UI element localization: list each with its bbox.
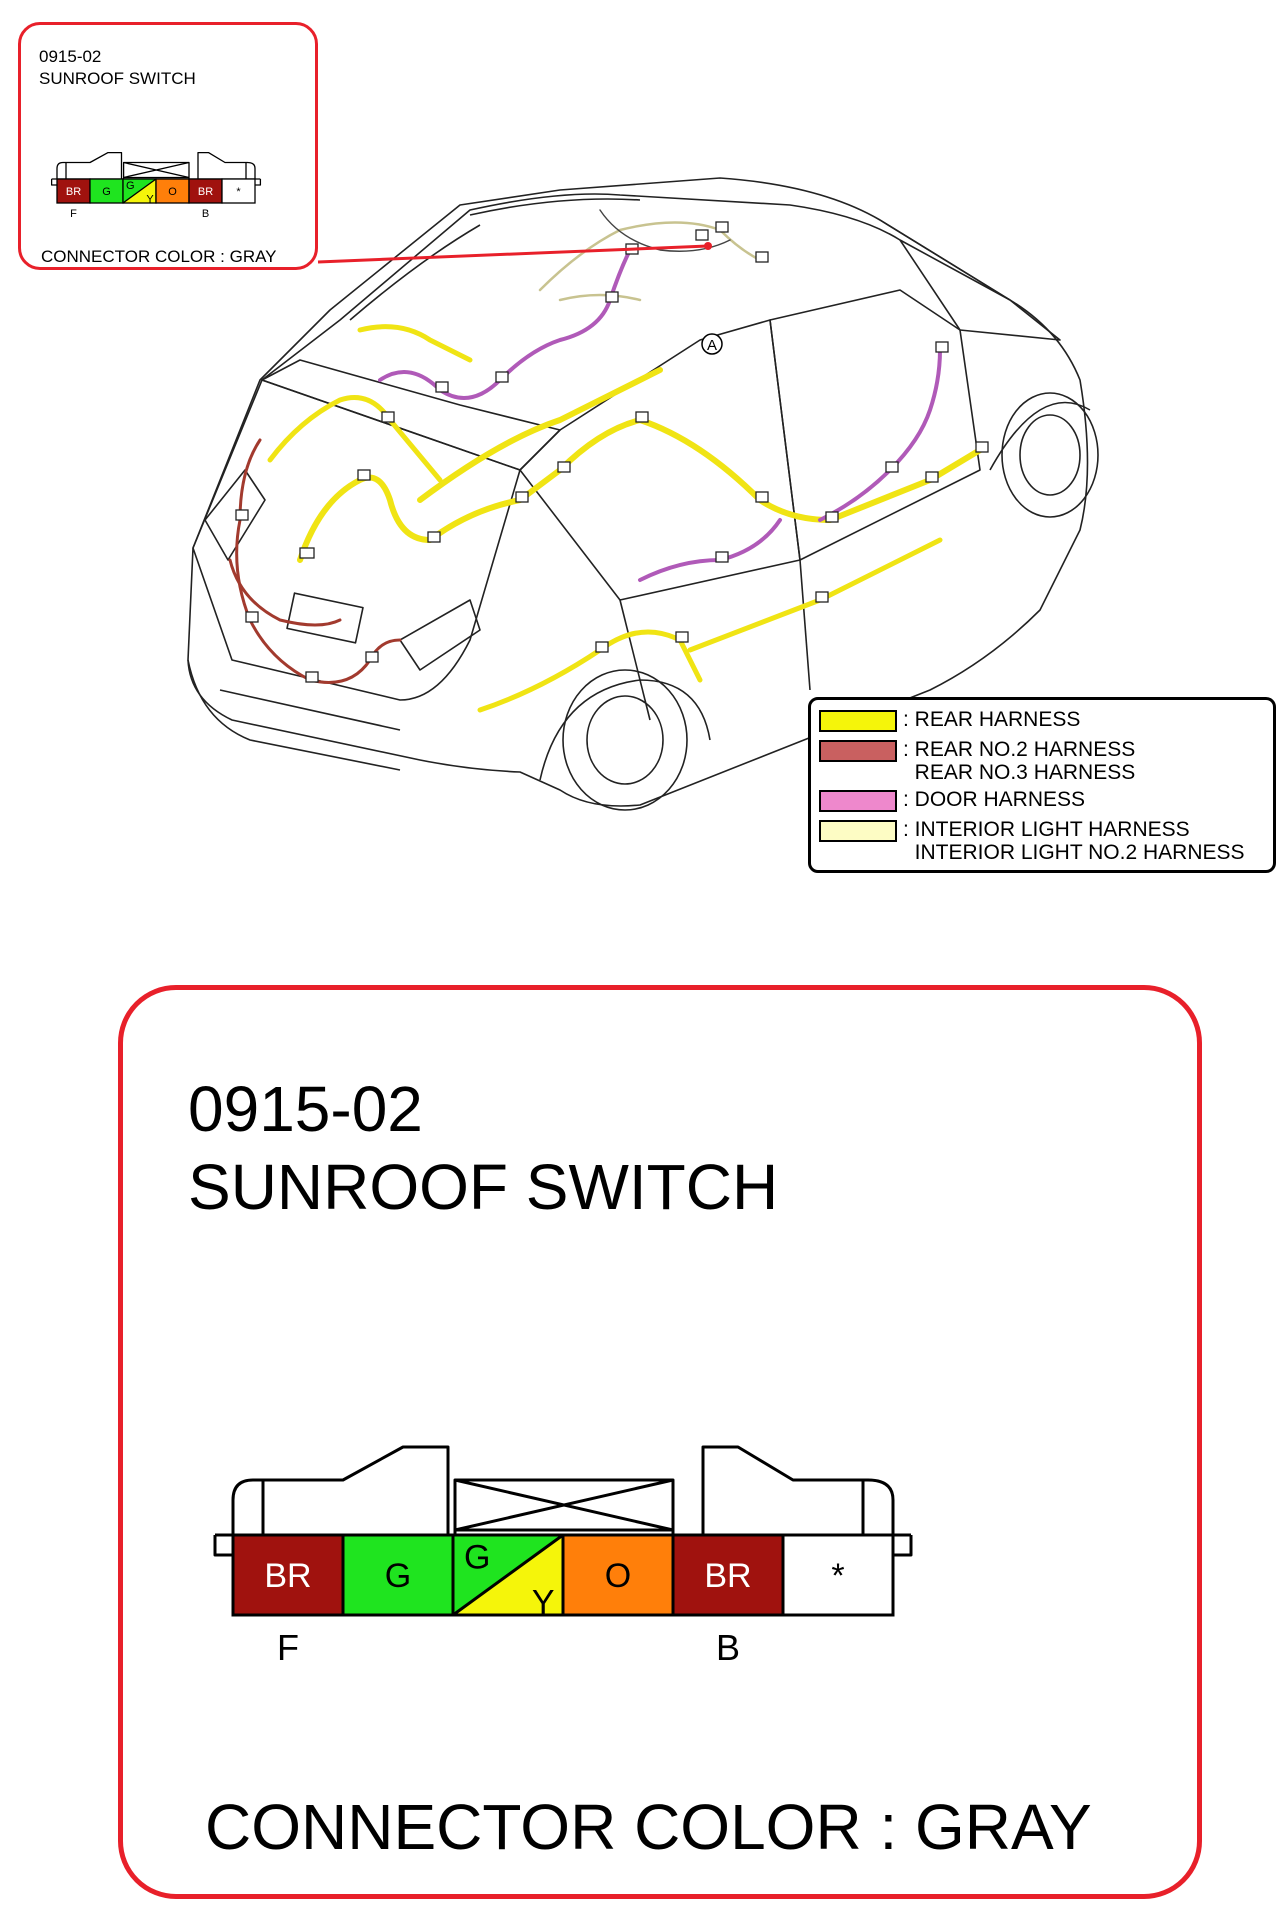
small-connector-color-label: CONNECTOR COLOR : GRAY — [41, 247, 277, 266]
pin-label: O — [168, 186, 177, 198]
rear-harness-route-hatch — [267, 395, 443, 483]
svg-text:A: A — [707, 337, 717, 354]
harness-routes — [228, 209, 983, 713]
harness-legend: : REAR HARNESS : REAR NO.2 HARNESS REAR … — [808, 697, 1276, 873]
pin-label: * — [831, 1557, 844, 1595]
connector-code: 0915-02 — [188, 1073, 423, 1145]
legend-item-interior-light-harness: : INTERIOR LIGHT HARNESS INTERIOR LIGHT … — [819, 818, 1245, 864]
legend-label: : REAR NO.2 HARNESS REAR NO.3 HARNESS — [903, 738, 1136, 784]
connector-pin: GY — [122, 178, 157, 206]
legend-swatch — [819, 710, 897, 732]
pin-marker: F — [277, 1627, 299, 1668]
connector-name: SUNROOF SWITCH — [188, 1151, 779, 1223]
pin-label: G — [464, 1539, 490, 1577]
connector-color-label: CONNECTOR COLOR : GRAY — [205, 1791, 1092, 1863]
connector-pin: GY — [451, 1533, 565, 1621]
door-harness-route-front — [818, 348, 942, 522]
small-connector-code: 0915-02 — [39, 47, 102, 66]
rear-harness-route-roof — [417, 367, 663, 503]
vehicle-body-outline — [187, 177, 1099, 811]
connector-pin: O — [155, 178, 190, 204]
pin-label: G — [126, 180, 135, 192]
small-connector-name: SUNROOF SWITCH — [39, 69, 196, 88]
interior-light-no2-harness-route — [558, 293, 642, 302]
rear-harness-route-pillar — [357, 324, 473, 363]
pin-label: Y — [532, 1583, 555, 1621]
legend-label: : DOOR HARNESS — [903, 788, 1086, 811]
pin-marker: F — [70, 208, 77, 220]
connector-pin: G — [341, 1533, 455, 1617]
connector-pin: BR — [231, 1533, 345, 1617]
interior-light-harness-route — [538, 221, 762, 292]
legend-swatch — [819, 740, 897, 762]
legend-swatch — [819, 820, 897, 842]
pin-label: BR — [198, 186, 213, 198]
pin-label: BR — [704, 1557, 751, 1595]
legend-item-door-harness: : DOOR HARNESS — [819, 788, 1085, 812]
legend-item-rear-no2-harness: : REAR NO.2 HARNESS REAR NO.3 HARNESS — [819, 738, 1135, 784]
connector-pin: O — [561, 1533, 675, 1617]
pin-label: BR — [264, 1557, 311, 1595]
connector-pin: BR — [56, 178, 91, 204]
legend-item-rear-harness: : REAR HARNESS — [819, 708, 1080, 732]
pin-label: G — [385, 1557, 411, 1595]
connector-pin: * — [781, 1533, 895, 1617]
legend-swatch — [819, 790, 897, 812]
pin-label: G — [102, 186, 111, 198]
vehicle-wiring-illustration: A — [187, 177, 1099, 811]
legend-label: : INTERIOR LIGHT HARNESS INTERIOR LIGHT … — [903, 818, 1245, 864]
rear-no3-harness-route — [228, 558, 342, 627]
connector-pin: G — [89, 178, 124, 204]
location-marker-a: A — [701, 333, 723, 355]
pin-label: BR — [66, 186, 81, 198]
connector-pin: BR — [671, 1533, 785, 1617]
pin-label: * — [236, 186, 241, 198]
pin-label: O — [605, 1557, 631, 1595]
pin-marker: B — [202, 208, 209, 220]
callout-target-dot — [704, 242, 712, 250]
connector-pin: BR — [188, 178, 223, 204]
callout-leader-line — [317, 244, 709, 264]
pin-label: Y — [146, 194, 154, 206]
pin-marker: B — [716, 1627, 740, 1668]
rear-harness-route — [297, 417, 983, 563]
legend-label: : REAR HARNESS — [903, 708, 1081, 731]
door-harness-route-rear — [638, 518, 782, 582]
connector-pin: * — [221, 178, 256, 204]
